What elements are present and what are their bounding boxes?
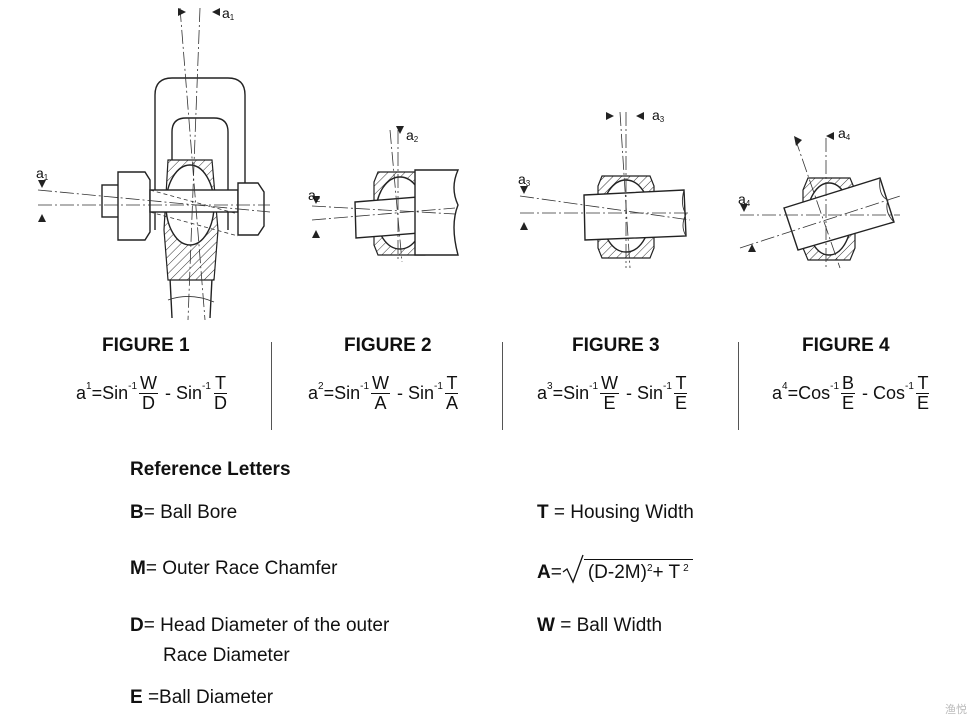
figure-2-title: FIGURE 2 bbox=[344, 335, 432, 356]
angle-label-a4-side: a4 bbox=[738, 191, 751, 208]
radical-sign-icon bbox=[562, 554, 584, 584]
reference-item-w: W = Ball Width bbox=[537, 615, 663, 636]
angle-label-a2-side: a2 bbox=[308, 187, 321, 204]
figure-1-drawing bbox=[37, 7, 271, 321]
angle-label-a4-top: a4 bbox=[838, 125, 851, 142]
reference-heading: Reference Letters bbox=[130, 459, 291, 480]
figure-1-title: FIGURE 1 bbox=[102, 335, 190, 356]
separator bbox=[502, 342, 503, 430]
reference-item-b: B= Ball Bore bbox=[130, 502, 238, 523]
reference-item-d-continued: Race Diameter bbox=[163, 645, 290, 666]
misalignment-diagrams bbox=[37, 7, 901, 321]
watermark: 渔悦 bbox=[945, 704, 967, 716]
separator bbox=[738, 342, 739, 430]
figure-4-title: FIGURE 4 bbox=[802, 335, 890, 356]
angle-label-a1-side: a1 bbox=[36, 165, 49, 182]
figure-3-title: FIGURE 3 bbox=[572, 335, 660, 356]
figure-4-drawing bbox=[739, 132, 901, 269]
reference-item-e: E =Ball Diameter bbox=[130, 687, 274, 708]
angle-label-a1-top: a1 bbox=[222, 5, 235, 22]
figure-3-drawing bbox=[519, 111, 691, 269]
angle-label-a3-side: a3 bbox=[518, 171, 531, 188]
reference-item-m: M= Outer Race Chamfer bbox=[130, 558, 338, 579]
angle-label-a3-top: a3 bbox=[652, 107, 665, 124]
figure-2-drawing bbox=[311, 126, 460, 263]
reference-item-t: T = Housing Width bbox=[537, 502, 694, 523]
separator bbox=[271, 342, 272, 430]
angle-label-a2-top: a2 bbox=[406, 127, 419, 144]
reference-item-d: D= Head Diameter of the outer bbox=[130, 615, 390, 636]
